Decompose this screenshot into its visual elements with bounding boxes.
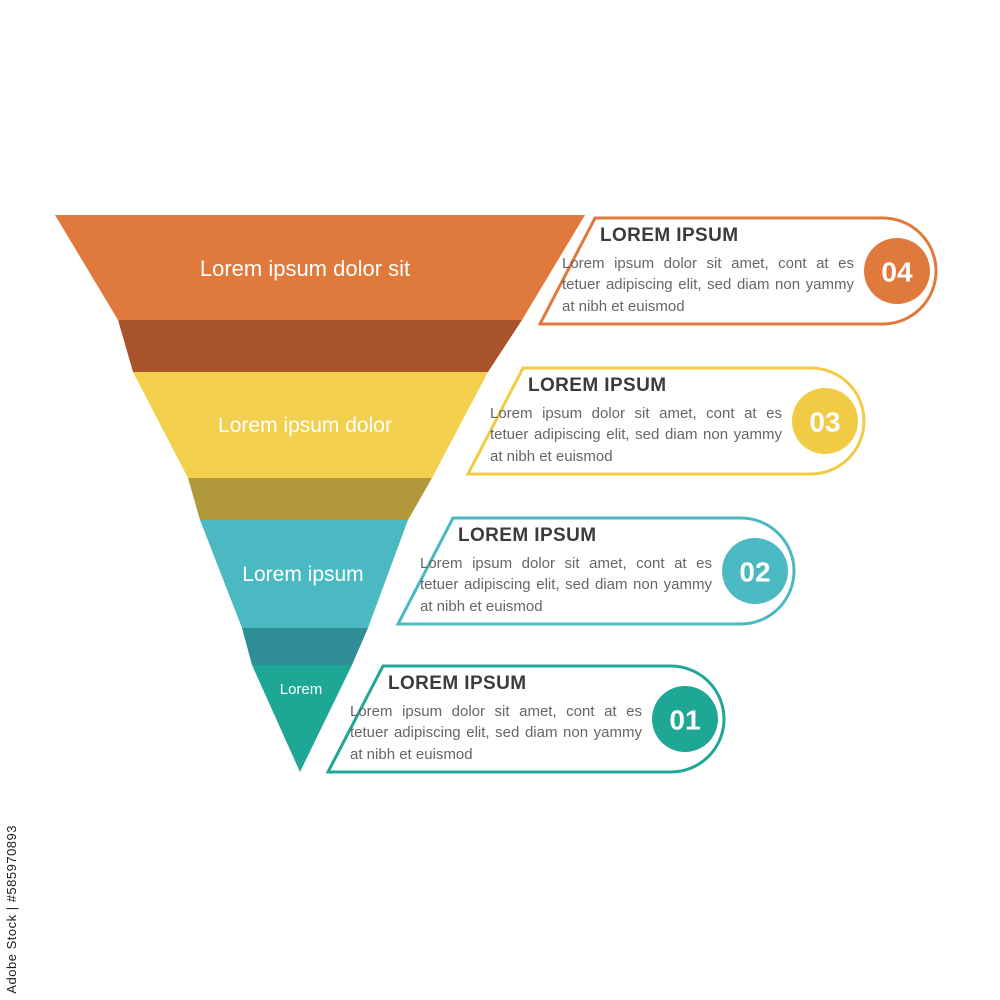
card-border-02 — [396, 516, 796, 626]
card-title-03: LOREM IPSUM — [528, 375, 667, 396]
funnel-band-2 — [200, 520, 408, 628]
card-badge-01: 01 — [652, 686, 718, 752]
card-body-03: Lorem ipsum dolor sit amet, cont at es t… — [490, 405, 782, 465]
badge-number-02: 02 — [739, 557, 770, 588]
card-body-01: Lorem ipsum dolor sit amet, cont at es t… — [350, 703, 642, 763]
badge-circle-03 — [792, 388, 858, 454]
badge-number-03: 03 — [809, 407, 840, 438]
info-card-01: LOREM IPSUM Lorem ipsum dolor sit amet, … — [326, 664, 726, 774]
funnel-fold-orange — [118, 320, 522, 372]
card-outline-04 — [538, 216, 938, 326]
funnel-label-4: Lorem ipsum dolor sit — [200, 256, 410, 281]
card-body-02: Lorem ipsum dolor sit amet, cont at es t… — [420, 555, 712, 615]
funnel-label-1: Lorem — [280, 681, 323, 698]
card-border-01 — [326, 664, 726, 774]
card-title-04: LOREM IPSUM — [600, 225, 739, 246]
badge-circle-04 — [864, 238, 930, 304]
funnel-fold-yellow — [188, 478, 432, 520]
card-body-04: Lorem ipsum dolor sit amet, cont at es t… — [562, 255, 854, 315]
badge-circle-01 — [652, 686, 718, 752]
badge-number-01: 01 — [669, 705, 700, 736]
card-outline-03 — [466, 366, 866, 476]
card-title-01: LOREM IPSUM — [388, 673, 527, 694]
funnel-label-2: Lorem ipsum — [242, 563, 363, 586]
funnel-fold-teal — [242, 628, 368, 665]
card-badge-04: 04 — [864, 238, 930, 304]
badge-circle-02 — [722, 538, 788, 604]
card-border-04 — [538, 216, 938, 326]
funnel-band-3 — [133, 372, 488, 478]
watermark-text: Adobe Stock | #585970893 — [4, 825, 19, 994]
info-card-04: LOREM IPSUM Lorem ipsum dolor sit amet, … — [538, 216, 938, 326]
info-card-02: LOREM IPSUM Lorem ipsum dolor sit amet, … — [396, 516, 796, 626]
info-card-03: LOREM IPSUM Lorem ipsum dolor sit amet, … — [466, 366, 866, 476]
card-border-03 — [466, 366, 866, 476]
card-outline-02 — [396, 516, 796, 626]
card-outline-01 — [326, 664, 726, 774]
badge-number-04: 04 — [881, 257, 913, 288]
card-badge-03: 03 — [792, 388, 858, 454]
card-title-02: LOREM IPSUM — [458, 525, 597, 546]
card-badge-02: 02 — [722, 538, 788, 604]
funnel-label-3: Lorem ipsum dolor — [218, 414, 392, 437]
funnel-band-4 — [55, 215, 585, 320]
